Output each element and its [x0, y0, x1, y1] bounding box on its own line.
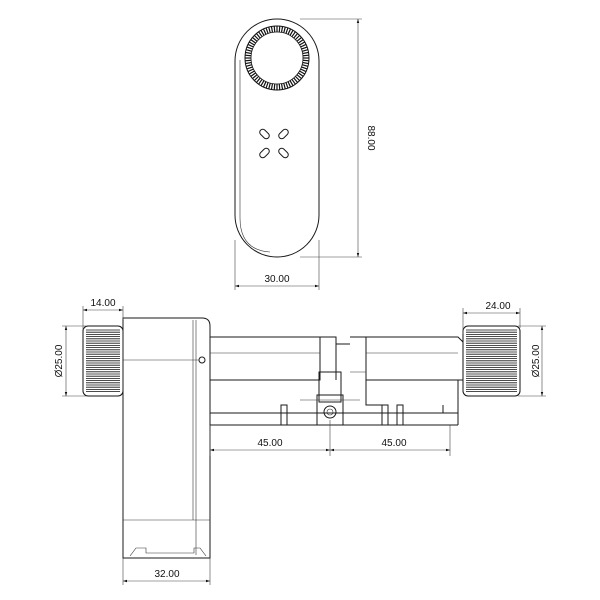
cylinder-center-section [320, 336, 367, 380]
knurled-ring-inner [250, 31, 304, 85]
left-knob-diameter-label: Ø25.00 [54, 344, 65, 377]
top-view: 88.00 30.00 [234, 18, 376, 290]
grub-screw [198, 356, 206, 364]
right-knob-diameter-label: Ø25.00 [531, 344, 542, 377]
right-knob-knurl [466, 329, 517, 393]
side-view: 14.00 Ø25.00 24.00 Ø25.00 45.00 45.00 32… [54, 298, 546, 585]
cam-hole [323, 405, 337, 419]
body-left-half-label: 45.00 [257, 438, 282, 449]
case-width-label: 32.00 [154, 569, 179, 580]
case-clip [129, 547, 207, 557]
left-knob-length-label: 14.00 [90, 298, 115, 309]
knurled-ring-teeth [245, 26, 309, 90]
width-dim-label: 30.00 [264, 274, 289, 285]
left-knob-knurl [86, 329, 120, 393]
knob-front-inner-edge [239, 60, 271, 253]
cylinder-body [210, 336, 321, 381]
indicator-diamonds-icon [259, 128, 289, 159]
right-knob-length-label: 24.00 [485, 301, 510, 312]
case-outline [122, 317, 211, 559]
height-dim-label: 88.00 [365, 125, 376, 150]
knob-front-outline [234, 18, 320, 258]
cam [318, 371, 342, 403]
body-right-half-label: 45.00 [381, 438, 406, 449]
